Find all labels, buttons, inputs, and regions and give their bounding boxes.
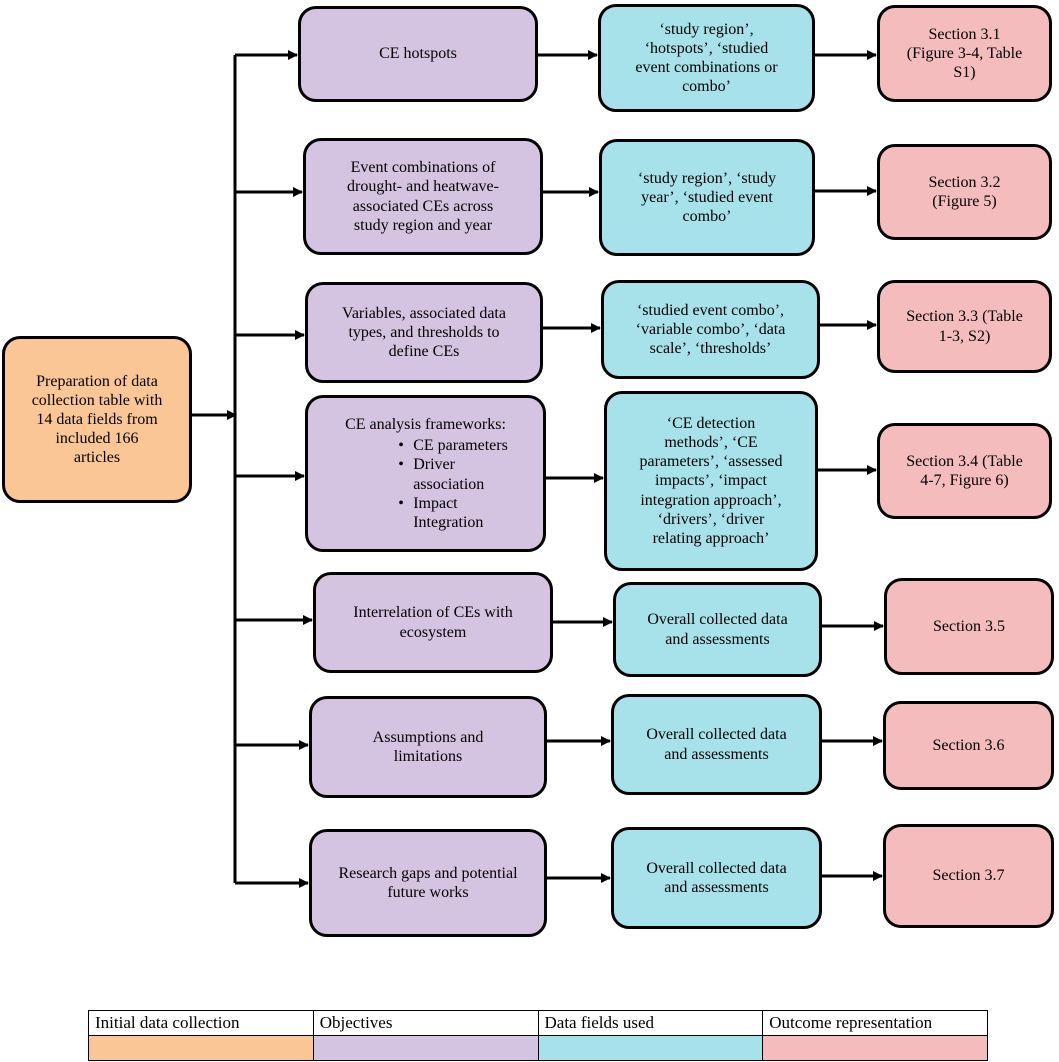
outcome-label: Section 3.1 (Figure 3-4, Table S1) [906, 25, 1023, 82]
data-fields-label: ‘study region’, ‘hotspots’, ‘studied eve… [635, 20, 778, 96]
list-item: Impact Integration [343, 494, 508, 532]
legend-label: Objectives [312, 1010, 539, 1036]
objective-label: Interrelation of CEs with ecosystem [353, 604, 513, 641]
outcome-box-7: Section 3.7 [883, 824, 1054, 928]
list-item: Driver association [343, 455, 508, 493]
objective-label: Research gaps and potential future works [338, 864, 518, 901]
objective-box-4: CE analysis frameworks: CE parameters Dr… [305, 395, 546, 552]
data-fields-label: Overall collected data and assessments [646, 859, 787, 896]
data-fields-box-2: ‘study region’, ‘study year’, ‘studied e… [599, 139, 815, 256]
data-fields-label: ‘studied event combo’, ‘variable combo’,… [635, 301, 786, 358]
data-fields-box-3: ‘studied event combo’, ‘variable combo’,… [601, 280, 820, 379]
objective-box-3: Variables, associated data types, and th… [305, 282, 543, 383]
legend-swatch [312, 1035, 539, 1061]
objective-box-7: Research gaps and potential future works [309, 829, 547, 937]
legend-label: Data fields used [537, 1010, 764, 1036]
outcome-box-3: Section 3.3 (Table 1-3, S2) [877, 280, 1052, 373]
data-fields-box-6: Overall collected data and assessments [611, 694, 822, 795]
outcome-box-5: Section 3.5 [884, 578, 1054, 675]
legend-swatch [762, 1035, 988, 1061]
objective-label: Event combinations of drought- and heatw… [347, 159, 499, 234]
outcome-box-2: Section 3.2 (Figure 5) [877, 144, 1052, 240]
objective-label: CE analysis frameworks: [345, 415, 506, 433]
outcome-box-1: Section 3.1 (Figure 3-4, Table S1) [877, 5, 1052, 102]
initial-data-collection-box: Preparation of data collection table wit… [2, 336, 192, 503]
objective-box-5: Interrelation of CEs with ecosystem [313, 572, 553, 673]
data-fields-box-1: ‘study region’, ‘hotspots’, ‘studied eve… [598, 4, 815, 112]
objective-box-2: Event combinations of drought- and heatw… [303, 138, 543, 255]
ce-parameter-list: CE parameters Driver association Impact … [343, 436, 508, 532]
data-fields-label: ‘CE detection methods’, ‘CE parameters’,… [639, 414, 783, 547]
outcome-label: Section 3.7 [932, 867, 1005, 885]
legend-label: Outcome representation [762, 1010, 988, 1036]
data-fields-label: Overall collected data and assessments [647, 611, 788, 648]
outcome-label: Section 3.2 (Figure 5) [928, 173, 1001, 210]
outcome-label: Section 3.4 (Table 4-7, Figure 6) [906, 452, 1023, 489]
objective-label: Assumptions and limitations [372, 728, 484, 765]
outcome-label: Section 3.5 [933, 617, 1005, 635]
outcome-label: Section 3.6 [932, 736, 1005, 754]
list-item: CE parameters [343, 436, 508, 455]
legend-table: Initial data collection Objectives Data … [88, 1010, 988, 1061]
data-fields-label: Overall collected data and assessments [646, 726, 787, 763]
objective-label: CE hotspots [379, 45, 457, 63]
objective-label: Variables, associated data types, and th… [342, 304, 506, 361]
objective-box-1: CE hotspots [298, 6, 538, 102]
initial-label: Preparation of data collection table wit… [31, 372, 163, 467]
data-fields-box-7: Overall collected data and assessments [611, 827, 822, 929]
legend-swatch [88, 1035, 314, 1061]
objective-box-6: Assumptions and limitations [309, 696, 547, 798]
data-fields-box-5: Overall collected data and assessments [613, 582, 822, 677]
outcome-box-6: Section 3.6 [883, 701, 1054, 790]
data-fields-box-4: ‘CE detection methods’, ‘CE parameters’,… [604, 391, 818, 571]
data-fields-label: ‘study region’, ‘study year’, ‘studied e… [637, 169, 777, 226]
outcome-box-4: Section 3.4 (Table 4-7, Figure 6) [877, 423, 1052, 519]
legend-swatch [537, 1035, 764, 1061]
outcome-label: Section 3.3 (Table 1-3, S2) [906, 308, 1023, 345]
legend-label: Initial data collection [88, 1010, 314, 1036]
